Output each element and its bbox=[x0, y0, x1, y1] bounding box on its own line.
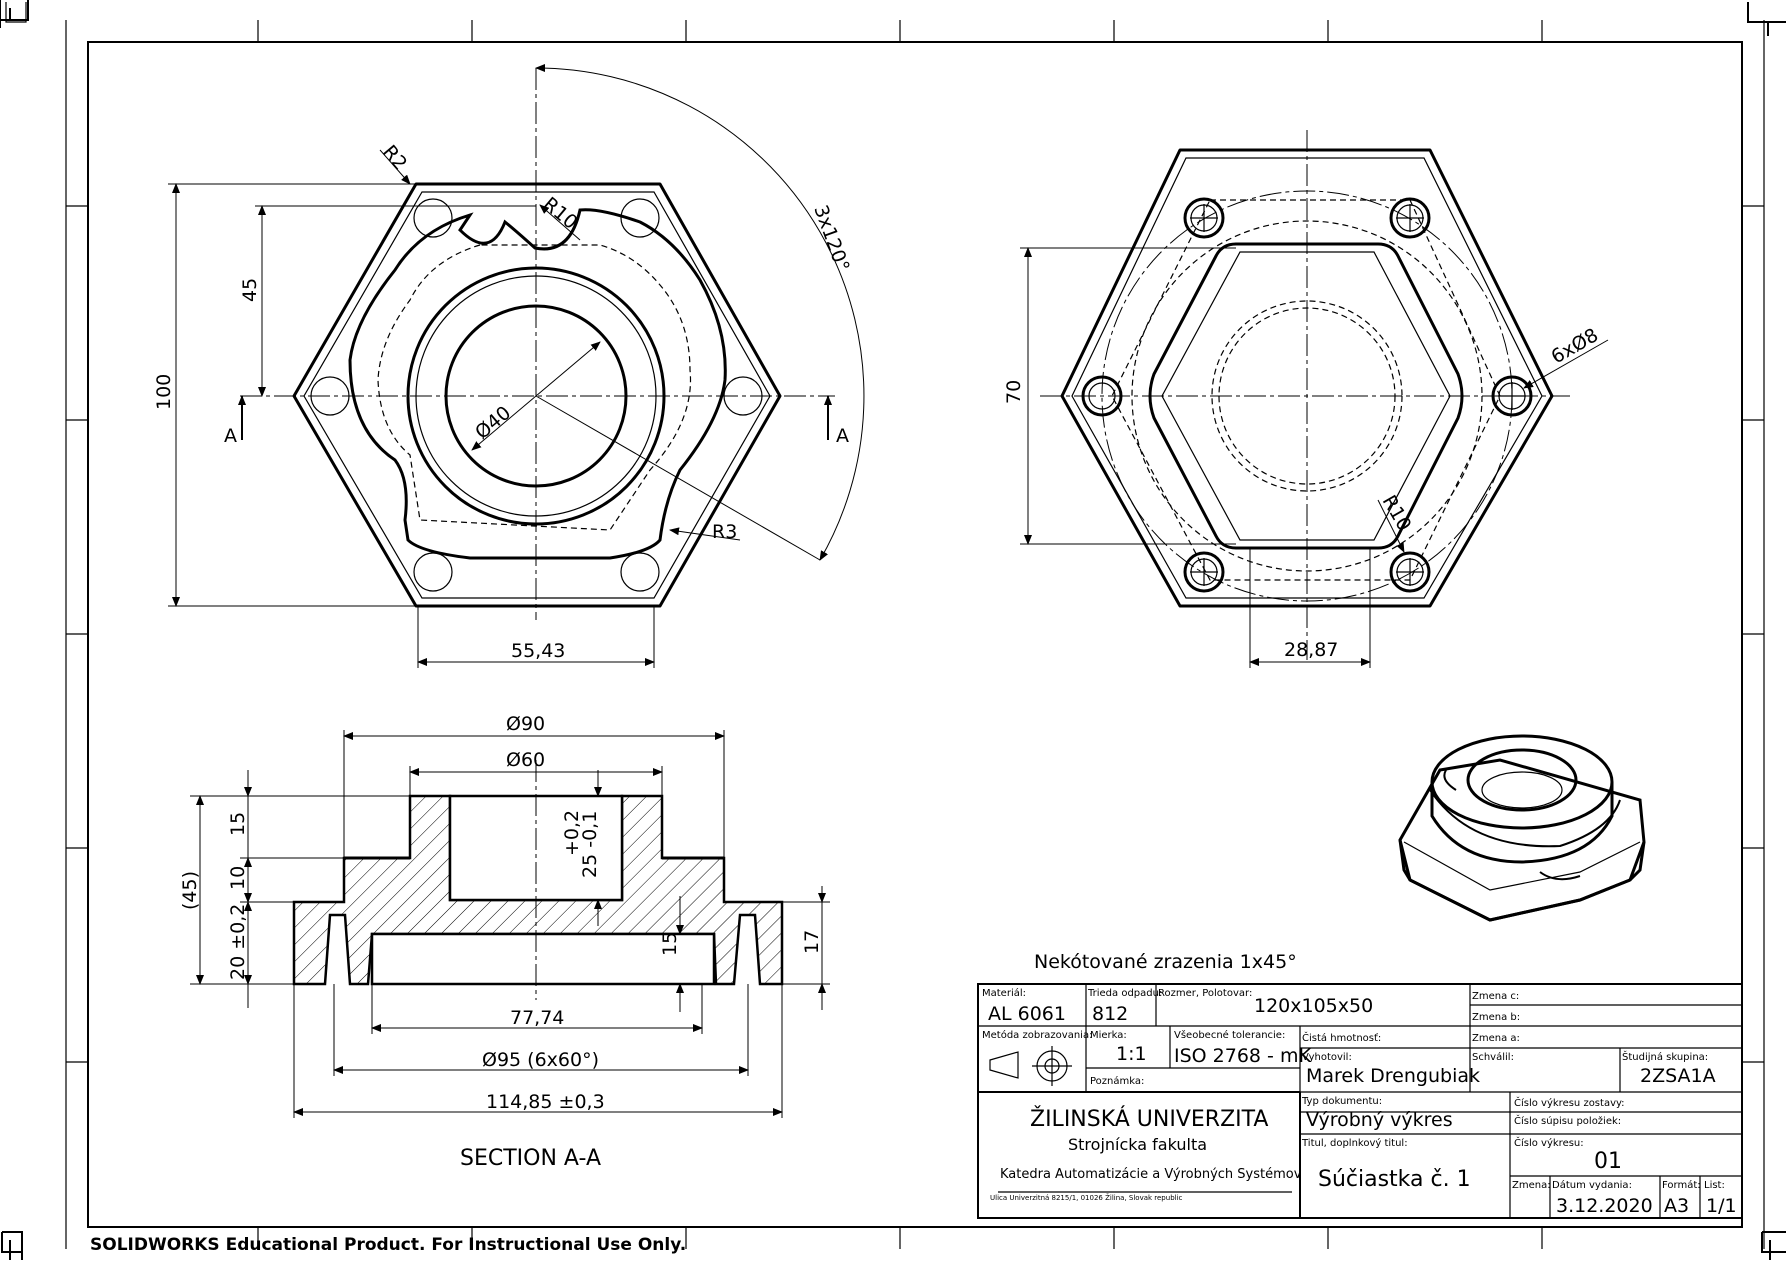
dim-70: 70 bbox=[1003, 380, 1025, 404]
made-by-label: Vyhotovil: bbox=[1302, 1052, 1352, 1063]
sheet-label: List: bbox=[1704, 1180, 1725, 1191]
title-block: Materiál: AL 6061 Trieda odpadu: 812 Roz… bbox=[977, 983, 1743, 1219]
dim-45: 45 bbox=[239, 278, 261, 302]
material-value: AL 6061 bbox=[988, 1003, 1066, 1025]
address: Ulica Univerzitná 8215/1, 01026 Žilina, … bbox=[990, 1193, 1183, 1202]
dim-r3: R3 bbox=[712, 521, 737, 543]
issue-date-value: 3.12.2020 bbox=[1556, 1195, 1653, 1217]
change-b-label: Zmena b: bbox=[1472, 1012, 1520, 1023]
back-view: 70 6xØ8 R10 28,87 bbox=[1003, 130, 1609, 668]
section-title: SECTION A-A bbox=[460, 1146, 601, 1171]
scale-label: Mierka: bbox=[1090, 1030, 1127, 1041]
assembly-no-label: Číslo výkresu zostavy: bbox=[1514, 1096, 1625, 1109]
dim-55-43: 55,43 bbox=[511, 640, 565, 662]
note-label: Poznámka: bbox=[1090, 1075, 1144, 1087]
dim-dia-95: Ø95 (6x60°) bbox=[482, 1049, 599, 1071]
material-label: Materiál: bbox=[982, 987, 1026, 999]
waste-value: 812 bbox=[1092, 1003, 1128, 1025]
dim-45-ref: (45) bbox=[179, 871, 201, 910]
parts-list-label: Číslo súpisu položiek: bbox=[1514, 1114, 1621, 1127]
dim-17: 17 bbox=[801, 930, 823, 954]
department-name: Katedra Automatizácie a Výrobných Systém… bbox=[1000, 1167, 1302, 1182]
dim-100: 100 bbox=[153, 374, 175, 410]
projection-symbol-icon bbox=[989, 1046, 1072, 1086]
faculty-name: Strojnícka fakulta bbox=[1068, 1135, 1207, 1154]
change-a-label: Zmena a: bbox=[1472, 1033, 1520, 1044]
stock-label: Rozmer, Polotovar: bbox=[1158, 988, 1252, 999]
net-mass-label: Čistá hmotnosť: bbox=[1302, 1031, 1381, 1044]
dim-6x-dia-8: 6xØ8 bbox=[1548, 324, 1603, 368]
dim-15-inner: 15 bbox=[659, 932, 681, 956]
approved-label: Schválil: bbox=[1472, 1051, 1514, 1063]
waste-label: Trieda odpadu: bbox=[1087, 988, 1162, 999]
drawing-no-value: 01 bbox=[1594, 1149, 1622, 1174]
tolerance-value: ISO 2768 - mK bbox=[1174, 1045, 1311, 1067]
dim-dia-60: Ø60 bbox=[506, 749, 545, 771]
bolt-holes bbox=[1081, 197, 1533, 593]
dim-20: 20 ±0,2 bbox=[227, 904, 249, 980]
method-label: Metóda zobrazovania: bbox=[982, 1029, 1092, 1041]
section-view: Ø90 Ø60 15 10 (45) 20 ±0,2 +0,2 25 -0,1 … bbox=[179, 713, 830, 1171]
drawing-no-label: Číslo výkresu: bbox=[1514, 1136, 1584, 1149]
isometric-view bbox=[1398, 734, 1646, 922]
dim-bore-tol: +0,2 bbox=[561, 810, 583, 856]
dim-angle: 3x120° bbox=[809, 202, 853, 274]
doc-type-label: Typ dokumentu: bbox=[1301, 1096, 1382, 1107]
format-value: A3 bbox=[1664, 1195, 1689, 1217]
dim-dia-90: Ø90 bbox=[506, 713, 545, 735]
dim-r2: R2 bbox=[378, 141, 411, 175]
issue-date-label: Dátum vydania: bbox=[1552, 1179, 1632, 1191]
title-label: Titul, doplnkový titul: bbox=[1301, 1137, 1408, 1149]
dim-28-87: 28,87 bbox=[1284, 639, 1338, 661]
tolerance-label: Všeobecné tolerancie: bbox=[1174, 1029, 1285, 1041]
scale-value: 1:1 bbox=[1116, 1043, 1147, 1065]
group-label: Študijná skupina: bbox=[1622, 1050, 1708, 1063]
university-name: ŽILINSKÁ UNIVERZITA bbox=[1030, 1106, 1268, 1132]
dim-77-74: 77,74 bbox=[510, 1007, 564, 1029]
dim-10: 10 bbox=[227, 866, 249, 890]
group-value: 2ZSA1A bbox=[1640, 1065, 1716, 1087]
dim-dia-40: Ø40 bbox=[471, 402, 515, 444]
made-by-value: Marek Drengubiak bbox=[1306, 1065, 1480, 1087]
doc-type-value: Výrobný výkres bbox=[1306, 1109, 1453, 1131]
chamfer-note: Nekótované zrazenia 1x45° bbox=[1034, 951, 1297, 973]
format-label: Formát: bbox=[1662, 1179, 1701, 1191]
dim-114-85: 114,85 ±0,3 bbox=[486, 1091, 605, 1113]
change-label: Zmena: bbox=[1512, 1180, 1551, 1191]
section-marker-right: A bbox=[836, 425, 849, 447]
section-marker-left: A bbox=[224, 425, 237, 447]
front-view: R2 R10 3x120° 45 100 Ø40 R3 55,43 A A bbox=[153, 64, 865, 668]
title-value: Súčiastka č. 1 bbox=[1318, 1167, 1471, 1192]
change-c-label: Zmena c: bbox=[1472, 991, 1519, 1002]
dim-15-top: 15 bbox=[227, 812, 249, 836]
dim-bore: 25 -0,1 bbox=[579, 811, 601, 878]
watermark: SOLIDWORKS Educational Product. For Inst… bbox=[90, 1235, 686, 1255]
sheet-value: 1/1 bbox=[1706, 1195, 1737, 1217]
dim-r10-back: R10 bbox=[1378, 492, 1416, 535]
stock-value: 120x105x50 bbox=[1254, 995, 1373, 1017]
